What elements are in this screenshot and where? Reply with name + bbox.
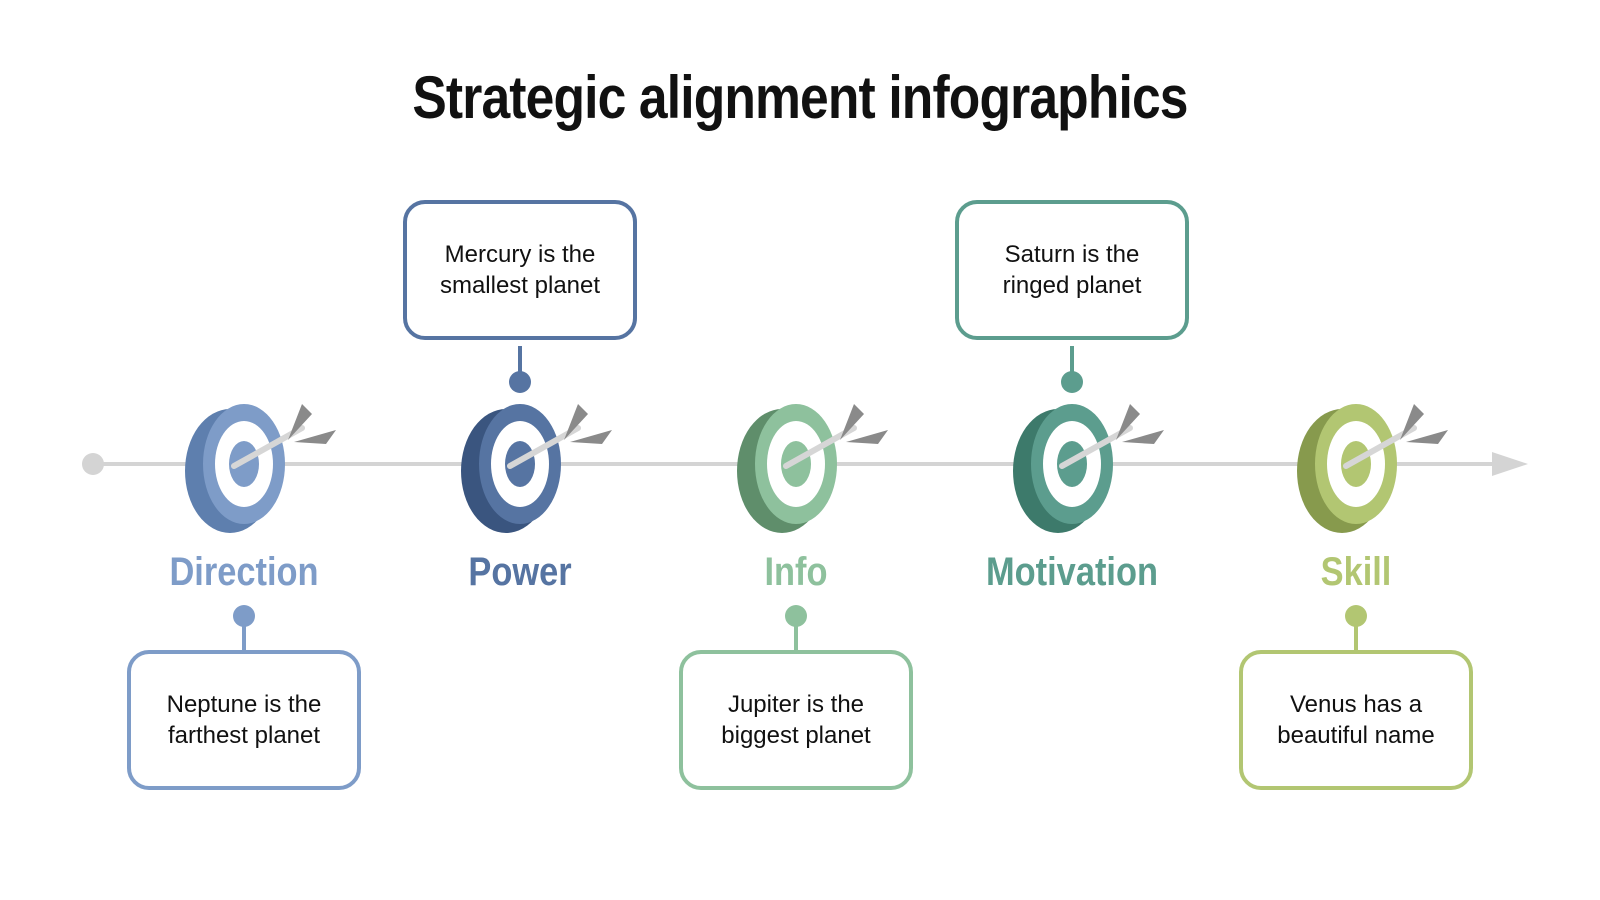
step-power-target [461, 346, 612, 533]
callout-dot-icon [509, 371, 531, 393]
arrow-fletching-bottom [570, 430, 612, 444]
arrow-icon [231, 404, 336, 469]
timeline-arrowhead-icon [1492, 452, 1528, 476]
step-info-target [737, 404, 888, 652]
timeline-start-dot-icon [82, 453, 104, 475]
target-bullseye [229, 441, 259, 487]
target-bullseye [505, 441, 535, 487]
step-label-skill: Skill [1320, 550, 1392, 594]
arrow-fletching-bottom [846, 430, 888, 444]
arrow-icon [1059, 404, 1164, 469]
callout-box-skill: Venus has a beautiful name [1239, 650, 1473, 790]
arrow-icon [507, 404, 612, 469]
arrow-fletching-top [1400, 404, 1424, 440]
callout-box-direction: Neptune is the farthest planet [127, 650, 361, 790]
callout-text: Neptune is the farthest planet [166, 691, 322, 749]
page-title: Strategic alignment infographics [412, 64, 1188, 131]
callout-text: Mercury is the smallest planet [439, 241, 601, 299]
callout-box-power: Mercury is the smallest planet [403, 200, 637, 340]
arrow-fletching-top [840, 404, 864, 440]
callout-box-info: Jupiter is the biggest planet [679, 650, 913, 790]
step-skill-target [1297, 404, 1448, 652]
step-label-direction: Direction [169, 550, 319, 594]
callout-text: Saturn is the ringed planet [1002, 241, 1142, 299]
step-label-motivation: Motivation [986, 550, 1158, 594]
arrow-fletching-top [564, 404, 588, 440]
target-bullseye [781, 441, 811, 487]
arrow-icon [783, 404, 888, 469]
callout-dot-icon [1061, 371, 1083, 393]
step-direction-target [185, 404, 336, 652]
callout-box-motivation: Saturn is the ringed planet [955, 200, 1189, 340]
step-label-info: Info [764, 550, 828, 594]
arrow-fletching-bottom [294, 430, 336, 444]
arrow-fletching-top [1116, 404, 1140, 440]
target-bullseye [1341, 441, 1371, 487]
arrow-icon [1343, 404, 1448, 469]
step-motivation-target [1013, 346, 1164, 533]
step-label-power: Power [468, 550, 572, 594]
target-bullseye [1057, 441, 1087, 487]
callout-text: Jupiter is the biggest planet [721, 691, 871, 749]
callout-text: Venus has a beautiful name [1277, 691, 1435, 749]
arrow-fletching-bottom [1406, 430, 1448, 444]
arrow-fletching-bottom [1122, 430, 1164, 444]
arrow-fletching-top [288, 404, 312, 440]
